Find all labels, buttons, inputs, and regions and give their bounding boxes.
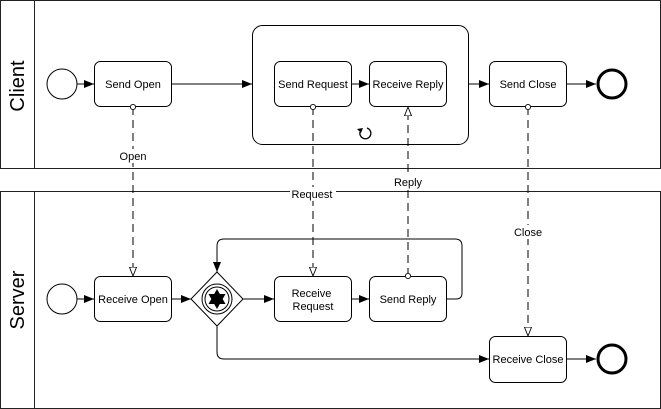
task-receive-open-label: Receive Open [98,294,168,306]
task-send-close-label: Send Close [500,79,557,91]
loop-icon [357,127,372,140]
client-pool-label: Client [7,60,29,112]
task-receive-request-line2: Request [293,301,334,313]
task-receive-request-label: Receive Request [292,288,335,313]
task-send-open-label: Send Open [105,79,161,91]
task-receive-reply[interactable] [369,61,447,107]
task-receive-close[interactable] [489,336,567,383]
server-start-event[interactable] [46,283,78,315]
event-based-gateway-icon [208,289,226,309]
client-end-event[interactable] [596,68,628,100]
client-start-event[interactable] [46,68,78,100]
task-receive-request[interactable] [274,276,352,322]
task-receive-request-line1: Receive [292,288,332,300]
message-label-open: Open [120,151,147,163]
flow-send-reply-loop-to-gateway [213,238,463,300]
task-send-reply-label: Send Reply [380,294,437,306]
flow-gateway-to-receive-close [216,326,489,363]
task-send-request-label: Send Request [278,79,348,91]
task-receive-reply-label: Receive Reply [373,79,444,91]
message-label-close: Close [514,227,542,239]
message-label-reply: Reply [394,177,423,189]
task-receive-open[interactable] [94,276,172,322]
server-pool-label: Server [7,270,29,329]
message-label-request: Request [292,189,333,201]
event-based-gateway[interactable] [190,271,244,327]
server-end-event[interactable] [596,343,628,375]
task-receive-close-label: Receive Close [493,354,564,366]
